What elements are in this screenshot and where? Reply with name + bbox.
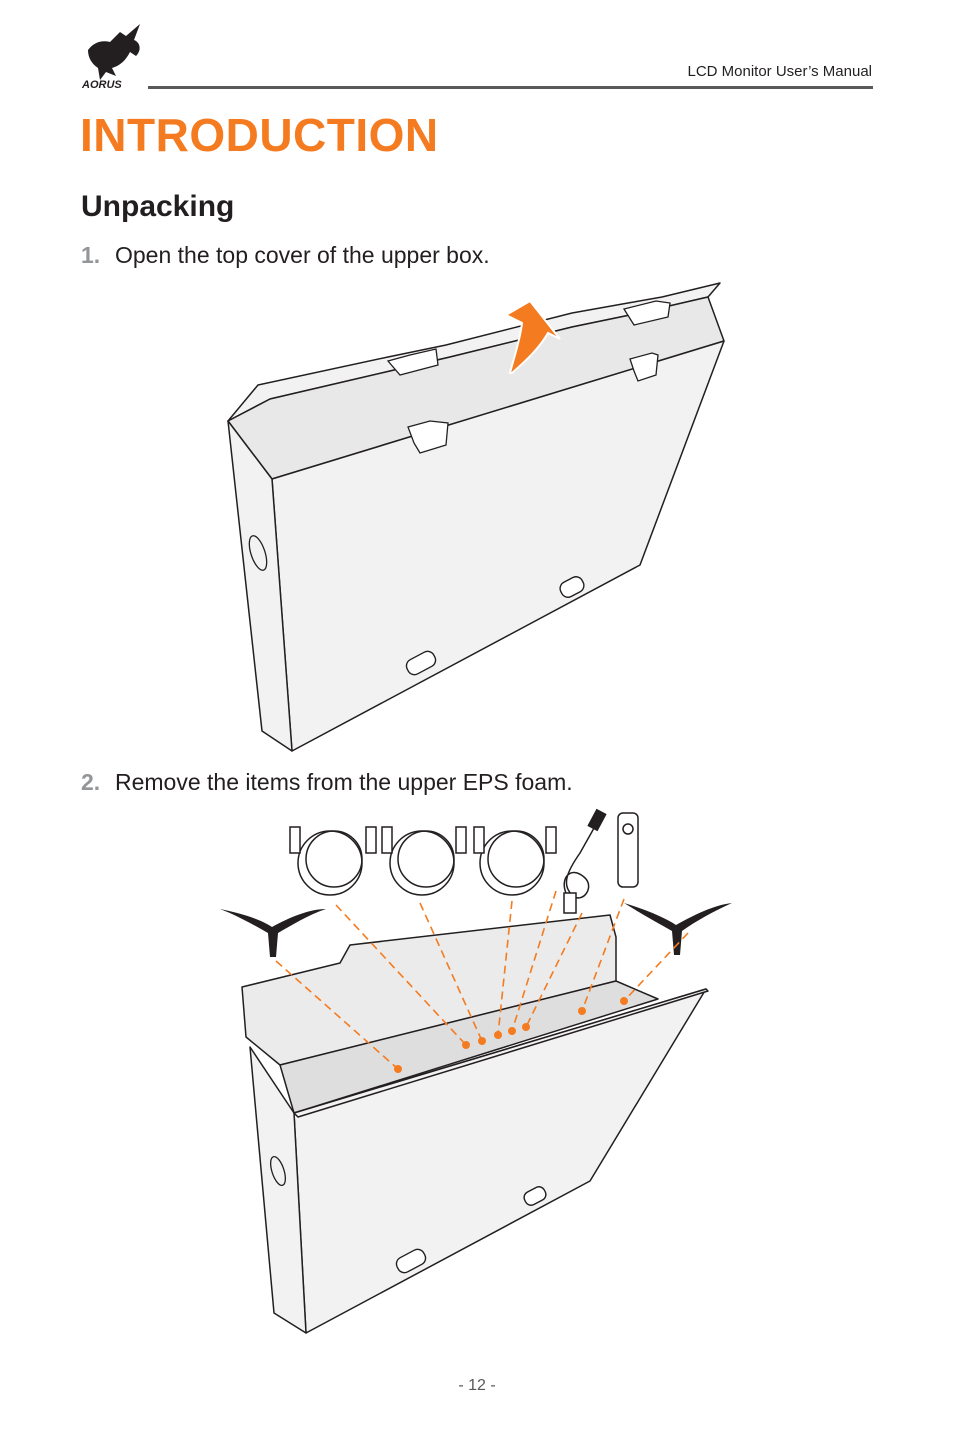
box-latch-tab [629,352,659,382]
placement-dot [578,1007,586,1015]
guide-line [275,960,399,1070]
box-lid-edge [293,988,709,1118]
placement-dot [522,1023,530,1031]
step-number: 2. [81,769,101,795]
guide-line [525,912,583,1028]
placement-dot [620,997,628,1005]
usb-cable-icon [473,826,557,896]
side-handhole [248,535,268,571]
section-title: Unpacking [81,190,235,223]
box-open-lid [241,914,617,1066]
box-handle [559,576,585,598]
stand-leg-icon [624,903,732,955]
up-arrow-icon [503,299,561,374]
step-text: Open the top cover of the upper box. [115,242,490,268]
stand-leg-icon [220,909,326,957]
step-text: Remove the items from the upper EPS foam… [115,769,573,795]
aorus-eagle-icon [88,24,140,80]
power-cord-icon [563,808,607,914]
guide-line [511,890,557,1032]
hdmi-cable-icon [289,826,377,896]
box-latch-tab [386,348,439,376]
guide-line [497,900,513,1036]
side-handhole [269,1155,287,1187]
guide-line [335,904,467,1046]
box-handle [395,1248,427,1274]
box-latch-tab [622,300,671,326]
manual-title: LCD Monitor User’s Manual [687,63,872,80]
guide-line [623,932,689,1002]
page-number: - 12 - [458,1377,496,1394]
placement-dot [478,1037,486,1045]
step-number: 1. [81,242,101,268]
figure-open-box-cover [227,282,725,752]
displayport-cable-icon [381,826,467,896]
box-latch-tab [407,420,449,454]
guide-line [581,898,625,1012]
placement-dot [394,1065,402,1073]
step-1: 1. Open the top cover of the upper box. [81,242,490,269]
placement-dot [462,1041,470,1049]
step-2: 2. Remove the items from the upper EPS fo… [81,769,573,796]
box-handle [405,650,437,676]
aorus-logo: AORUS [81,24,140,91]
remote-control-icon [617,812,639,888]
placement-dot [494,1031,502,1039]
box-handle [523,1186,547,1206]
box-side-face [249,1046,307,1334]
box-side-face [227,420,293,752]
chapter-title: INTRODUCTION [80,109,439,161]
placement-dot [508,1027,516,1035]
header-rule [148,86,873,89]
aorus-logo-text: AORUS [81,79,122,91]
figure-remove-items [220,808,732,1334]
